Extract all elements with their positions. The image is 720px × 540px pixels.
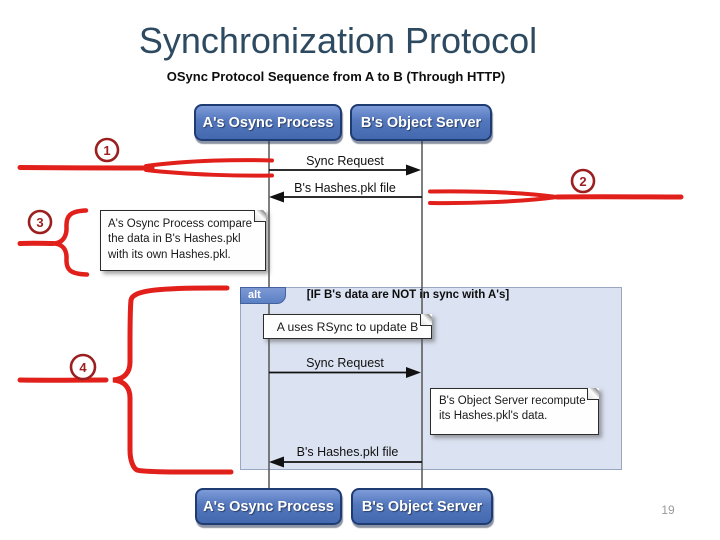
annotation-circle-1 — [94, 137, 120, 163]
message-label-sync-request-2: Sync Request — [306, 356, 384, 370]
slide-title: Synchronization Protocol — [138, 20, 538, 61]
alt-guard-text: [IF B's data are NOT in sync with A's] — [306, 289, 510, 301]
alt-operator-tab: alt — [240, 287, 286, 304]
participant-box-b-bottom: B's Object Server — [351, 488, 493, 525]
note-recompute-hashes: B's Object Server recompute its Hashes.p… — [430, 388, 599, 435]
annotation-brace-4 — [112, 285, 234, 475]
note-text: A's Osync Process compare the data in B'… — [108, 218, 253, 261]
message-arrowhead-right-icon — [406, 367, 421, 378]
note-fold-icon — [254, 210, 266, 222]
message-label-hashes-file-1: B's Hashes.pkl file — [294, 181, 396, 195]
participant-box-a-top: A's Osync Process — [194, 104, 342, 141]
annotation-circle-4 — [69, 353, 97, 381]
participant-box-a-bottom: A's Osync Process — [195, 488, 342, 525]
annotation-circle-3 — [27, 209, 53, 235]
message-arrowhead-left-icon — [269, 191, 284, 203]
note-text: A uses RSync to update B — [276, 319, 419, 334]
note-rsync-update: A uses RSync to update B — [263, 314, 432, 339]
annotation-fork-2 — [428, 189, 559, 206]
annotation-circle-2 — [570, 168, 596, 194]
annotation-fork-1 — [144, 158, 274, 178]
annotation-number-4: 4 — [79, 360, 87, 375]
diagram-caption: OSync Protocol Sequence from A to B (Thr… — [166, 69, 506, 84]
annotation-brace-3 — [53, 208, 90, 277]
participant-box-b-top: B's Object Server — [350, 104, 492, 141]
annotation-number-2: 2 — [579, 174, 586, 189]
annotation-number-1: 1 — [103, 143, 110, 158]
note-fold-icon — [420, 314, 432, 326]
message-label-hashes-file-2: B's Hashes.pkl file — [296, 445, 399, 459]
message-arrowhead-right-icon — [406, 164, 421, 176]
page-number: 19 — [661, 503, 675, 517]
message-arrowhead-left-icon — [269, 456, 284, 468]
message-label-sync-request-1: Sync Request — [306, 154, 384, 168]
annotation-number-3: 3 — [36, 215, 43, 230]
note-text: B's Object Server recompute its Hashes.p… — [439, 395, 586, 423]
note-fold-icon — [587, 388, 599, 400]
note-compare-hashes: A's Osync Process compare the data in B'… — [100, 210, 266, 271]
annotation-line-1 — [17, 165, 155, 171]
